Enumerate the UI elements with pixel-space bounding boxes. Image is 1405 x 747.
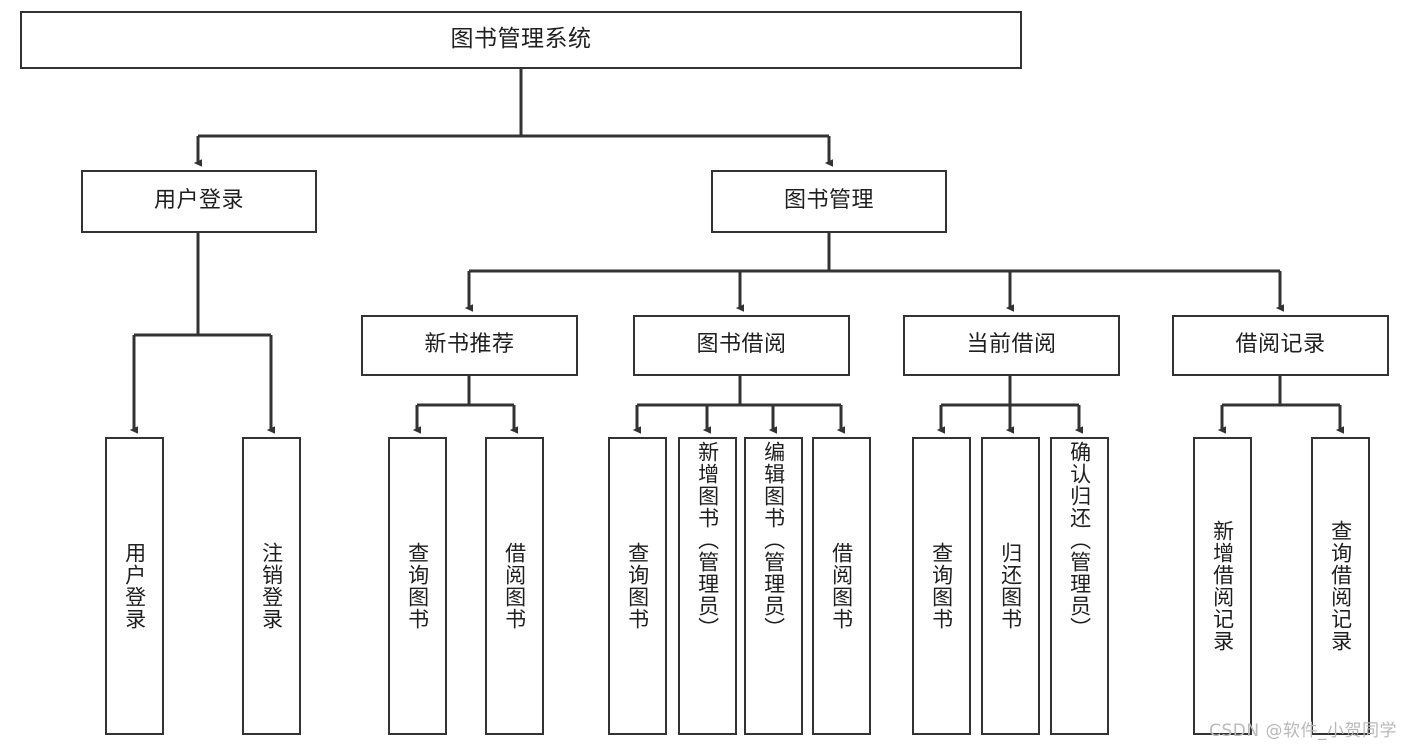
leaf-search-borrow-record[interactable]: 查询借阅记录 <box>1311 437 1370 735</box>
node-user-login[interactable]: 用户登录 <box>81 170 317 233</box>
leaf-confirm-return-admin[interactable]: 确认归还（管理员） <box>1050 437 1109 735</box>
leaf-search-book-current[interactable]: 查询图书 <box>912 437 971 735</box>
node-label: 注销登录 <box>259 542 284 630</box>
node-label: 新增图书（管理员） <box>695 441 720 639</box>
node-label: 编辑图书（管理员） <box>761 441 786 639</box>
node-label: 新书推荐 <box>424 332 515 358</box>
node-label: 当前借阅 <box>966 332 1057 358</box>
node-label: 确认归还（管理员） <box>1067 441 1092 639</box>
node-label: 借阅记录 <box>1235 332 1326 358</box>
leaf-search-book-borrow[interactable]: 查询图书 <box>608 437 667 735</box>
node-label: 借阅图书 <box>829 542 854 630</box>
leaf-add-book-admin[interactable]: 新增图书（管理员） <box>678 437 737 735</box>
leaf-add-borrow-record[interactable]: 新增借阅记录 <box>1193 437 1252 735</box>
node-label: 借阅图书 <box>502 542 527 630</box>
node-label: 查询图书 <box>405 542 430 630</box>
node-label: 图书管理 <box>783 188 874 214</box>
node-book-management[interactable]: 图书管理 <box>711 170 947 233</box>
node-label: 图书借阅 <box>696 332 787 358</box>
node-label: 用户登录 <box>122 542 147 630</box>
node-label: 新增借阅记录 <box>1210 520 1235 652</box>
leaf-borrow-book[interactable]: 借阅图书 <box>812 437 871 735</box>
node-label: 查询图书 <box>929 542 954 630</box>
node-label: 图书管理系统 <box>450 26 592 53</box>
node-current-borrow[interactable]: 当前借阅 <box>903 315 1120 376</box>
leaf-user-login[interactable]: 用户登录 <box>105 437 164 735</box>
node-label: 用户登录 <box>153 188 244 214</box>
leaf-logout[interactable]: 注销登录 <box>242 437 301 735</box>
node-label: 查询借阅记录 <box>1328 520 1353 652</box>
leaf-return-book[interactable]: 归还图书 <box>981 437 1040 735</box>
leaf-edit-book-admin[interactable]: 编辑图书（管理员） <box>744 437 803 735</box>
node-new-book-recommend[interactable]: 新书推荐 <box>361 315 578 376</box>
leaf-borrow-book-recommend[interactable]: 借阅图书 <box>485 437 544 735</box>
node-label: 查询图书 <box>625 542 650 630</box>
node-label: 归还图书 <box>998 542 1023 630</box>
node-book-borrow[interactable]: 图书借阅 <box>633 315 850 376</box>
node-root-system[interactable]: 图书管理系统 <box>20 11 1022 69</box>
node-borrow-records[interactable]: 借阅记录 <box>1172 315 1389 376</box>
leaf-search-book-recommend[interactable]: 查询图书 <box>388 437 447 735</box>
